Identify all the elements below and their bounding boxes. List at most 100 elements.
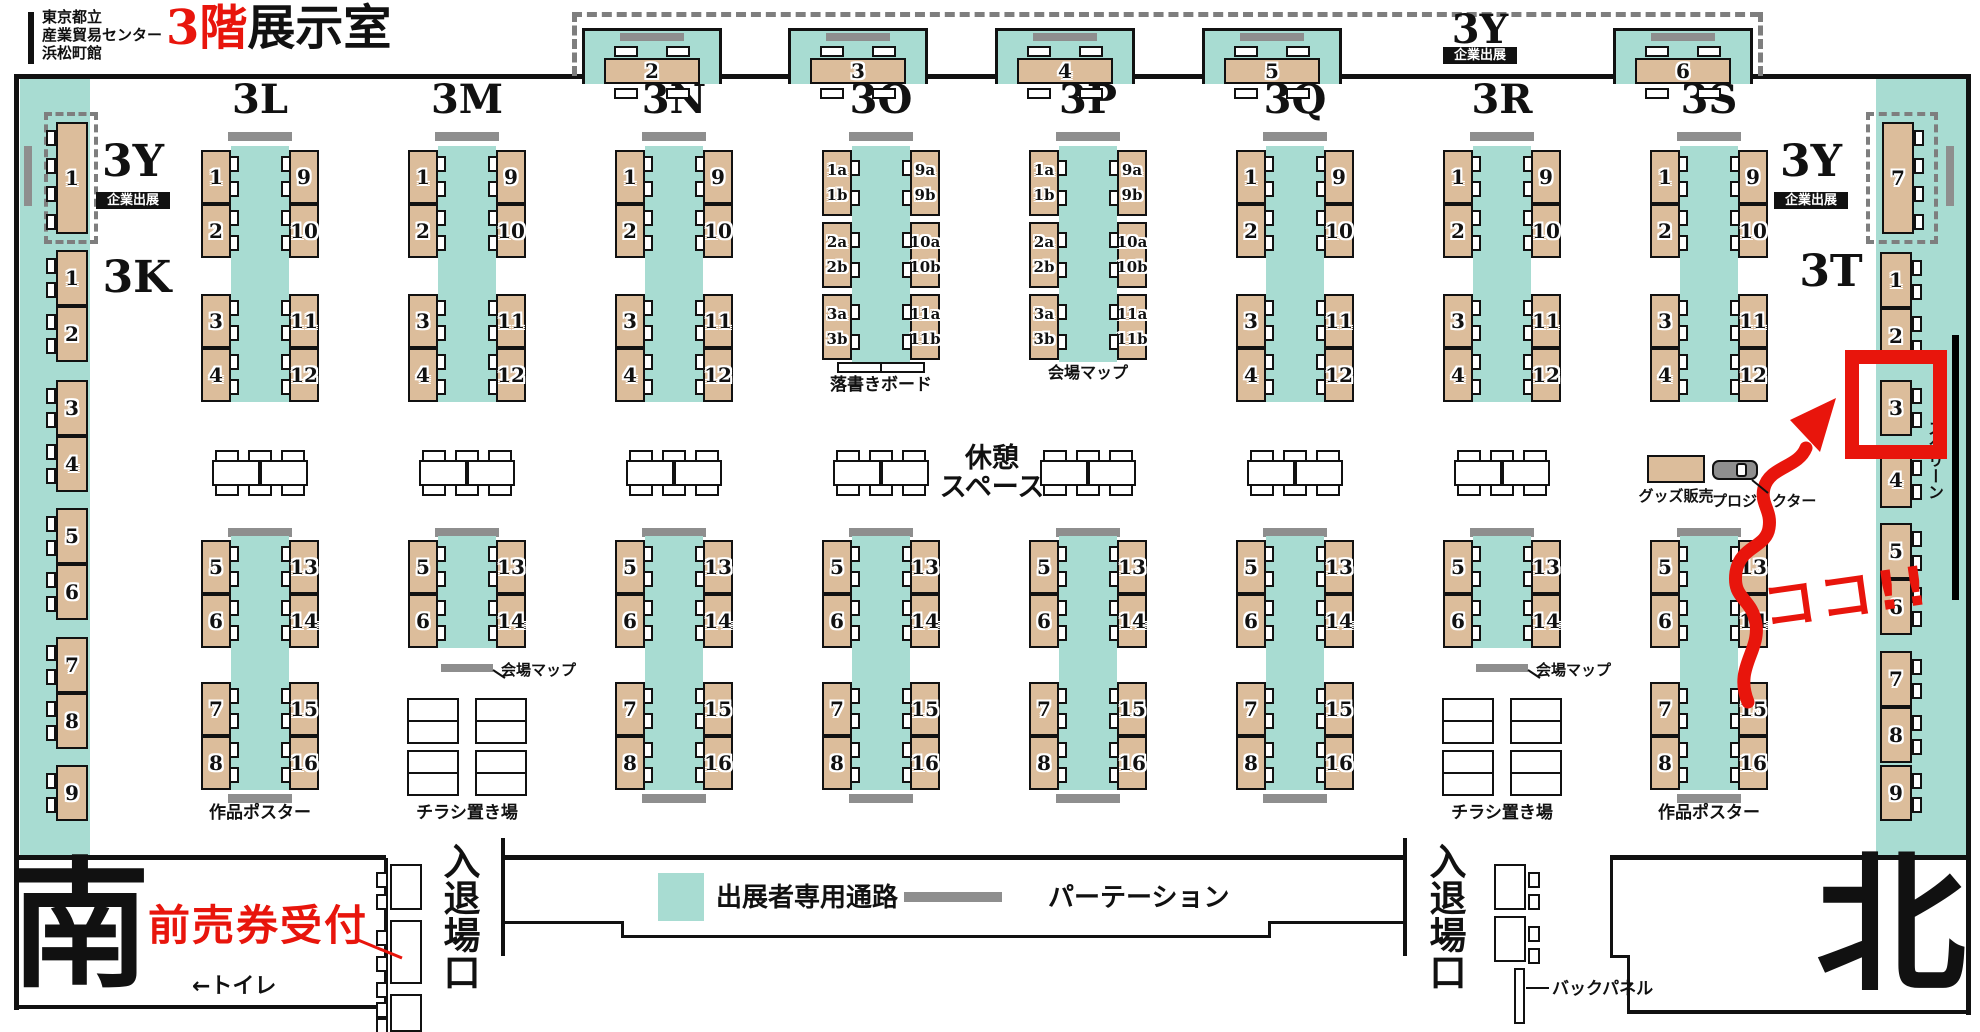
booth-number: 2 bbox=[65, 322, 79, 346]
chair-icon bbox=[436, 546, 446, 562]
chair-icon bbox=[1109, 742, 1119, 758]
booth-3N-1: 1 bbox=[615, 150, 645, 204]
hall-wall-bottom bbox=[1610, 855, 1971, 860]
booth-number: 12 bbox=[497, 363, 525, 387]
booth-number: 1 bbox=[623, 165, 637, 189]
chair-icon bbox=[1912, 715, 1922, 731]
booth-number: 10a bbox=[1116, 232, 1148, 251]
chair-icon bbox=[1079, 46, 1103, 57]
chair-icon bbox=[229, 688, 239, 704]
chair-icon bbox=[1678, 767, 1688, 783]
chair-icon bbox=[643, 546, 653, 562]
title-floor: 3階 bbox=[166, 0, 248, 56]
chair-icon bbox=[850, 625, 860, 641]
exhibitor-aisle bbox=[645, 536, 703, 790]
venue-map-label: 会場マップ bbox=[1047, 363, 1128, 382]
chair-icon bbox=[46, 186, 56, 202]
booth-3Y-2: 2 bbox=[604, 58, 700, 84]
venue-line: 東京都立 bbox=[42, 8, 103, 26]
booth-number: 8 bbox=[65, 709, 79, 733]
chair-icon bbox=[1316, 625, 1326, 641]
chair-icon bbox=[46, 540, 56, 556]
booth-number: 15 bbox=[1325, 697, 1353, 721]
booth-3R-3: 3 bbox=[1443, 294, 1473, 348]
booth-number: 5 bbox=[1889, 539, 1903, 563]
booth-number: 14 bbox=[497, 609, 525, 633]
chair-icon bbox=[376, 1018, 388, 1032]
partition-bar bbox=[826, 33, 890, 41]
chair-icon bbox=[1697, 88, 1721, 99]
booth-number: 5 bbox=[1037, 555, 1051, 579]
chair-icon bbox=[695, 300, 705, 316]
booth-number: 10b bbox=[1116, 258, 1148, 277]
booth-number: 9 bbox=[65, 781, 79, 805]
booth-number: 16 bbox=[911, 751, 939, 775]
chair-icon bbox=[229, 546, 239, 562]
chair-icon bbox=[1109, 767, 1119, 783]
partition-bar bbox=[435, 132, 499, 141]
chair-icon bbox=[281, 742, 291, 758]
booth-3L-4: 4 bbox=[201, 348, 231, 402]
chair-icon bbox=[850, 334, 860, 350]
booth-3K-6: 6 bbox=[56, 564, 88, 620]
chair-icon bbox=[1057, 190, 1067, 206]
partition-bar bbox=[1240, 33, 1304, 41]
chair-icon bbox=[229, 379, 239, 395]
booth-number: 3 bbox=[1658, 309, 1672, 333]
chair-icon bbox=[488, 546, 498, 562]
booth-3T-6: 6 bbox=[1880, 579, 1912, 635]
booth-number: 15 bbox=[290, 697, 318, 721]
booth-3L-14: 14 bbox=[289, 594, 319, 648]
chair-icon bbox=[1528, 872, 1540, 888]
exhibitor-aisle bbox=[1680, 146, 1738, 402]
booth-number: 6 bbox=[1889, 595, 1903, 619]
screen-strip bbox=[1952, 335, 1959, 600]
chair-icon bbox=[850, 600, 860, 616]
booth-number: 13 bbox=[1118, 555, 1146, 579]
chair-icon bbox=[1316, 571, 1326, 587]
chair-icon bbox=[1316, 300, 1326, 316]
legend-aisle-label: 出展者専用通路 bbox=[716, 883, 899, 913]
chair-icon bbox=[46, 596, 56, 612]
booth-number: 5 bbox=[830, 555, 844, 579]
chair-icon bbox=[850, 546, 860, 562]
booth-number: 15 bbox=[1739, 697, 1767, 721]
booth-number: 14 bbox=[911, 609, 939, 633]
booth-number: 2 bbox=[416, 219, 430, 243]
booth-3K-5: 5 bbox=[56, 508, 88, 564]
booth-number: 5 bbox=[65, 524, 79, 548]
north-lobby-wall bbox=[1610, 955, 1630, 958]
chair-icon bbox=[281, 546, 291, 562]
chair-icon bbox=[1264, 571, 1274, 587]
booth-number: 4 bbox=[623, 363, 637, 387]
chair-icon bbox=[488, 156, 498, 172]
booth-number: 2 bbox=[1451, 219, 1465, 243]
chair-icon bbox=[436, 571, 446, 587]
rest-table bbox=[881, 460, 929, 486]
booth-number: 7 bbox=[623, 697, 637, 721]
booth-3L-3: 3 bbox=[201, 294, 231, 348]
chair-icon bbox=[643, 181, 653, 197]
chair-icon bbox=[1678, 235, 1688, 251]
chair-icon bbox=[1912, 260, 1922, 276]
corridor-line bbox=[621, 921, 624, 938]
booth-number: 1a bbox=[1033, 160, 1055, 179]
chair-icon bbox=[1645, 88, 1669, 99]
chair-icon bbox=[1471, 300, 1481, 316]
chair-icon bbox=[1057, 304, 1067, 320]
booth-3R-5: 5 bbox=[1443, 540, 1473, 594]
booth-3R-1: 1 bbox=[1443, 150, 1473, 204]
chair-icon bbox=[902, 232, 912, 248]
partition-bar bbox=[1946, 146, 1954, 206]
chair-icon bbox=[229, 767, 239, 783]
booth-number: 4 bbox=[1658, 363, 1672, 387]
booth-3N-4: 4 bbox=[615, 348, 645, 402]
booth-number: 6 bbox=[1676, 59, 1690, 83]
booth-3L-9: 9 bbox=[289, 150, 319, 204]
booth-3M-3: 3 bbox=[408, 294, 438, 348]
booth-3L-2: 2 bbox=[201, 204, 231, 258]
booth-number: 11b bbox=[1116, 330, 1148, 349]
entrance-line-right bbox=[1403, 838, 1407, 956]
chair-icon bbox=[281, 713, 291, 729]
chair-icon bbox=[1523, 600, 1533, 616]
